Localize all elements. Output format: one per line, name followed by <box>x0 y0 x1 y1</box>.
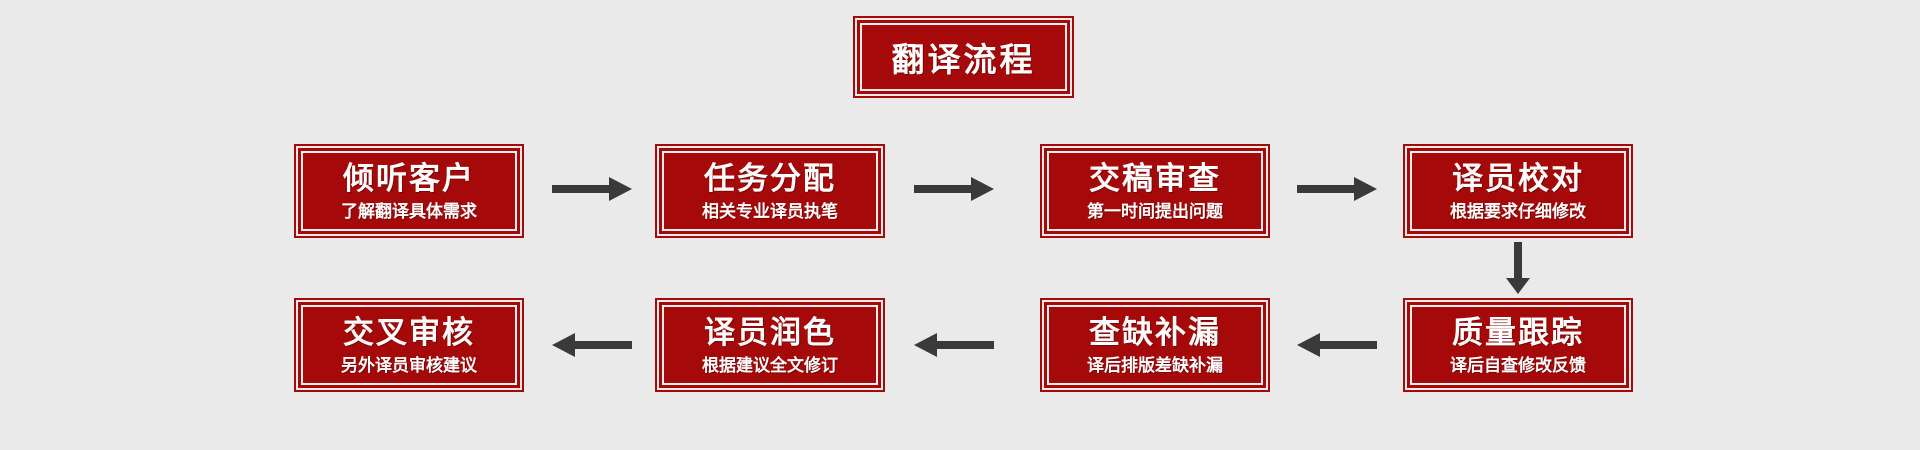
step-box-1: 倾听客户 了解翻译具体需求 <box>294 144 524 238</box>
arrow-left-1 <box>1297 332 1377 358</box>
step-box-7: 译员润色 根据建议全文修订 <box>655 298 885 392</box>
step-box-6: 查缺补漏 译后排版差缺补漏 <box>1040 298 1270 392</box>
step-4-subtitle: 根据要求仔细修改 <box>1450 201 1586 221</box>
step-8-subtitle: 另外译员审核建议 <box>341 355 477 375</box>
step-8-title: 交叉审核 <box>343 314 475 350</box>
arrow-left-3 <box>552 332 632 358</box>
step-4-title: 译员校对 <box>1452 160 1584 196</box>
step-7-subtitle: 根据建议全文修订 <box>702 355 838 375</box>
step-3-title: 交稿审查 <box>1089 160 1221 196</box>
flowchart-title-text: 翻译流程 <box>891 41 1036 78</box>
arrow-left-2 <box>914 332 994 358</box>
step-2-title: 任务分配 <box>704 160 836 196</box>
step-box-4: 译员校对 根据要求仔细修改 <box>1403 144 1633 238</box>
arrow-down-1 <box>1505 242 1531 294</box>
step-6-title: 查缺补漏 <box>1089 314 1221 350</box>
arrow-right-2 <box>914 176 994 202</box>
flowchart-title-box: 翻译流程 <box>853 16 1074 98</box>
step-2-subtitle: 相关专业译员执笔 <box>702 201 838 221</box>
step-5-title: 质量跟踪 <box>1452 314 1584 350</box>
step-box-2: 任务分配 相关专业译员执笔 <box>655 144 885 238</box>
step-box-5: 质量跟踪 译后自查修改反馈 <box>1403 298 1633 392</box>
step-6-subtitle: 译后排版差缺补漏 <box>1087 355 1223 375</box>
arrow-right-3 <box>1297 176 1377 202</box>
step-box-3: 交稿审查 第一时间提出问题 <box>1040 144 1270 238</box>
step-3-subtitle: 第一时间提出问题 <box>1087 201 1223 221</box>
step-1-subtitle: 了解翻译具体需求 <box>341 201 477 221</box>
step-7-title: 译员润色 <box>704 314 836 350</box>
step-1-title: 倾听客户 <box>343 160 475 196</box>
step-5-subtitle: 译后自查修改反馈 <box>1450 355 1586 375</box>
step-box-8: 交叉审核 另外译员审核建议 <box>294 298 524 392</box>
arrow-right-1 <box>552 176 632 202</box>
